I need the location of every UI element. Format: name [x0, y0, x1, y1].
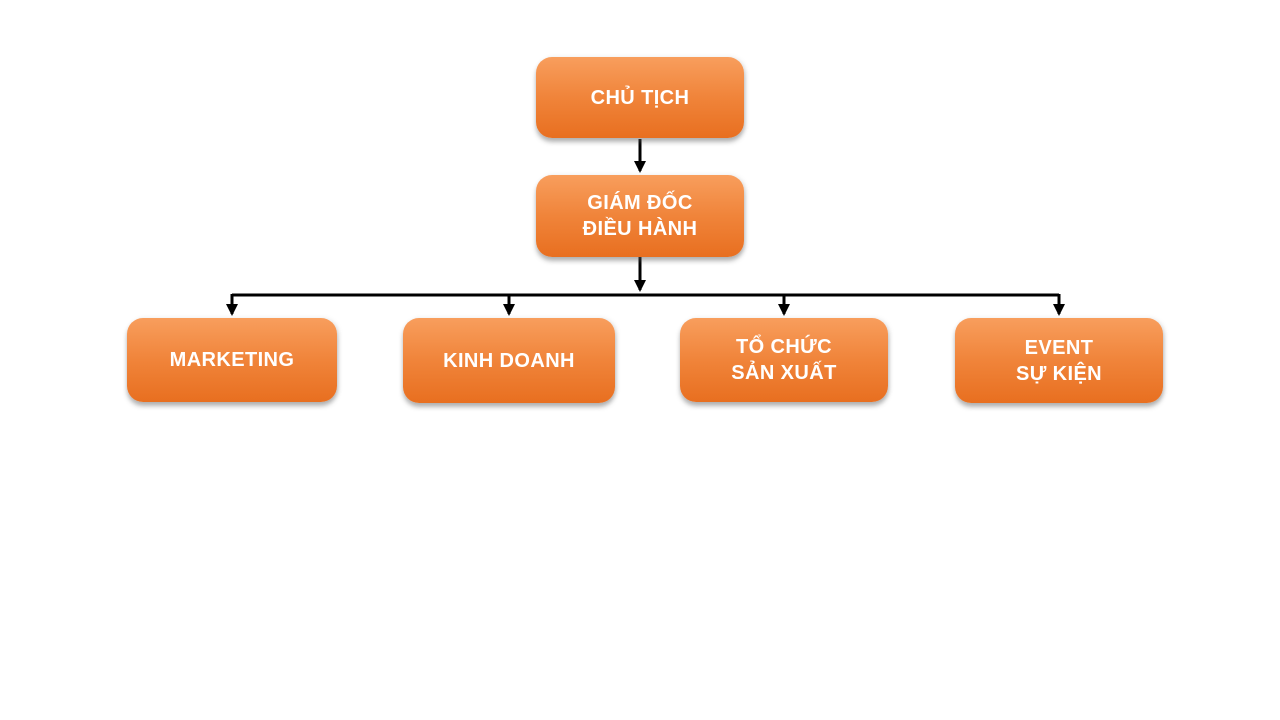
org-node-event-su-kien: EVENT SỰ KIỆN [955, 318, 1163, 403]
org-node-label: CHỦ TỊCH [590, 86, 690, 109]
org-node-label: KINH DOANH [443, 349, 575, 372]
org-node-label: MARKETING [169, 349, 295, 371]
org-node-marketing: MARKETING [127, 318, 337, 402]
org-node-chu-tich: CHỦ TỊCH [536, 57, 744, 138]
org-node-to-chuc-san-xuat: TỔ CHỨC SẢN XUẤT [680, 318, 888, 402]
org-node-label: TỔ CHỨC SẢN XUẤT [731, 336, 837, 384]
org-node-label: EVENT SỰ KIỆN [1015, 336, 1103, 385]
org-node-kinh-doanh: KINH DOANH [403, 318, 615, 403]
org-node-label: GIÁM ĐỐC ĐIỀU HÀNH [582, 192, 698, 240]
org-node-giam-doc-dieu-hanh: GIÁM ĐỐC ĐIỀU HÀNH [536, 175, 744, 257]
